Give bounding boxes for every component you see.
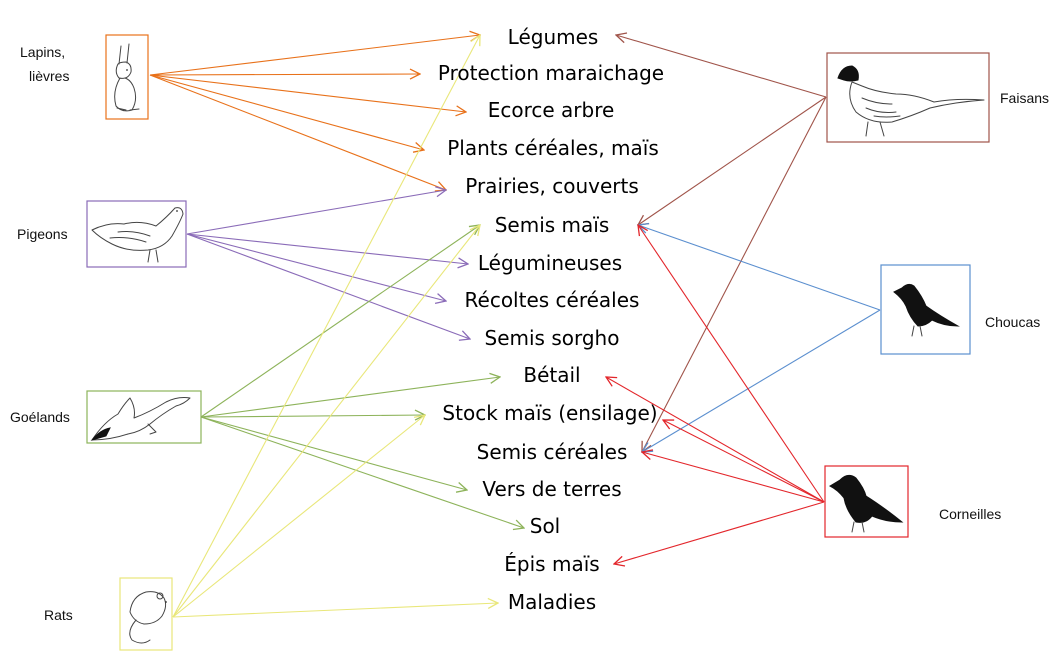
- crow-icon: [828, 474, 904, 533]
- arrow-lapins-to-prairies: [149, 74, 446, 190]
- arrow-lapins-to-protection: [149, 74, 420, 75]
- animal-rats: Rats: [44, 577, 173, 651]
- target-betail: Bétail: [523, 363, 580, 387]
- pigeon-icon: [91, 207, 184, 263]
- target-epis-mais: Épis maïs: [504, 552, 599, 576]
- arrow-lapins-to-legumes: [149, 35, 480, 76]
- animal-label-choucas: Choucas: [985, 314, 1040, 330]
- arrow-faisans-to-semis_mais: [638, 96, 827, 225]
- animal-label-goelands: Goélands: [10, 409, 70, 425]
- target-ecorce-arbre: Ecorce arbre: [488, 98, 615, 122]
- animal-choucas: Choucas: [880, 264, 1040, 355]
- target-legumineuses: Légumineuses: [478, 251, 622, 275]
- animal-label-rats: Rats: [44, 607, 73, 623]
- arrow-corneilles-to-stock: [663, 420, 825, 503]
- arrow-goelands-to-semis_mais: [200, 225, 480, 418]
- target-recoltes-cereales: Récoltes céréales: [465, 288, 640, 312]
- animal-goelands: Goélands: [10, 390, 202, 444]
- target-semis-mais: Semis maïs: [495, 213, 610, 237]
- target-legumes: Légumes: [508, 25, 599, 49]
- target-maladies: Maladies: [508, 590, 596, 614]
- arrow-pigeons-to-legumineuses: [186, 233, 468, 264]
- animal-lapins: Lapins, lièvres: [20, 34, 149, 120]
- target-protection-maraichage: Protection maraichage: [438, 61, 664, 85]
- arrow-corneilles-to-betail: [606, 377, 825, 503]
- arrow-goelands-to-stock: [200, 415, 425, 417]
- arrow-pigeons-to-prairies: [186, 190, 446, 235]
- arrow-rats-to-maladies: [172, 603, 498, 618]
- arrow-rats-to-semis_mais: [172, 225, 480, 618]
- animal-faisans: Faisans: [826, 52, 1049, 143]
- animal-label-faisans: Faisans: [1000, 90, 1049, 106]
- animal-box-pigeons: [86, 200, 187, 268]
- arrow-corneilles-to-semis_cereales: [642, 452, 825, 503]
- animal-label-lapins: Lapins, lièvres: [20, 44, 69, 84]
- arrow-lapins-to-ecorce: [149, 74, 466, 112]
- arrow-lapins-to-plants: [149, 74, 424, 150]
- target-vers-de-terres: Vers de terres: [482, 477, 621, 501]
- targets-layer: Légumes Protection maraichage Ecorce arb…: [438, 25, 664, 614]
- arrow-goelands-to-vers: [200, 416, 467, 490]
- animal-box-rats: [119, 577, 173, 651]
- arrow-rats-to-legumes: [172, 35, 480, 618]
- rat-icon: [129, 591, 167, 644]
- arrow-corneilles-to-epis: [614, 501, 825, 564]
- arrow-corneilles-to-semis_mais: [638, 225, 825, 503]
- animal-pigeons: Pigeons: [17, 200, 187, 268]
- seagull-icon: [90, 397, 191, 441]
- arrow-pigeons-to-sorgho: [186, 233, 470, 339]
- target-sol: Sol: [530, 514, 561, 538]
- target-prairies-couverts: Prairies, couverts: [465, 174, 639, 198]
- arrow-faisans-to-semis_cereales: [642, 96, 827, 452]
- animal-label-pigeons: Pigeons: [17, 226, 68, 242]
- target-stock-mais: Stock maïs (ensilage): [442, 401, 657, 425]
- target-semis-sorgho: Semis sorgho: [485, 326, 620, 350]
- links-layer: [149, 35, 881, 618]
- animal-label-corneilles: Corneilles: [939, 506, 1001, 522]
- arrow-choucas-to-semis_cereales: [642, 309, 881, 452]
- arrow-choucas-to-semis_mais: [638, 225, 881, 311]
- rabbit-icon: [114, 43, 140, 112]
- arrow-faisans-to-legumes: [616, 35, 827, 98]
- arrow-goelands-to-betail: [200, 377, 500, 418]
- arrow-pigeons-to-recoltes: [186, 233, 446, 301]
- arrow-goelands-to-sol: [200, 416, 524, 528]
- target-semis-cereales: Semis céréales: [477, 440, 628, 464]
- arrow-rats-to-stock: [172, 415, 425, 618]
- pheasant-icon: [837, 65, 985, 137]
- animal-corneilles: Corneilles: [824, 465, 1001, 538]
- target-plants-cereales-mais: Plants céréales, maïs: [447, 136, 659, 160]
- jackdaw-icon: [893, 283, 960, 337]
